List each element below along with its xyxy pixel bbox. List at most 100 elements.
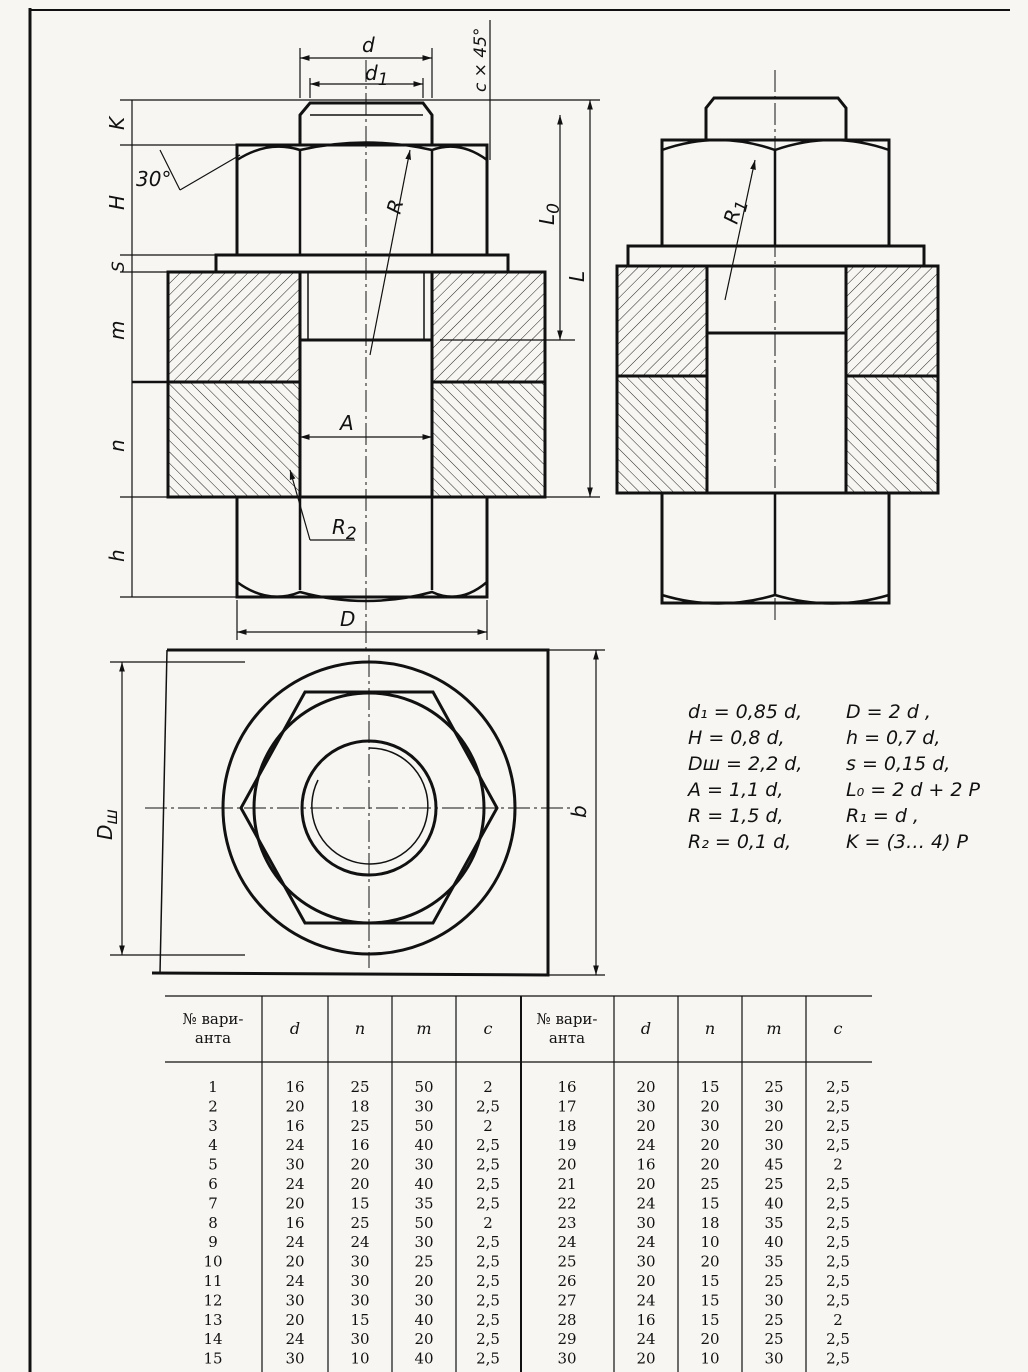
plate-outline-top (151, 648, 550, 977)
table-cell-left-r4-c5: 2,5 (476, 1136, 500, 1154)
table-cell-right-r12-c2: 24 (636, 1291, 655, 1309)
table-cell-right-r6-c3: 25 (700, 1175, 719, 1193)
table-cell-left-r6-c2: 24 (285, 1175, 304, 1193)
table-cell-left-r12-c4: 30 (414, 1291, 433, 1309)
table-cell-left-r14-c1: 14 (203, 1330, 222, 1348)
table-cell-right-r5-c2: 16 (636, 1156, 655, 1174)
table-cell-left-r13-c2: 20 (285, 1311, 304, 1329)
washer-front (214, 253, 510, 274)
formula-left-6: R₂ = 0,1 d, (688, 831, 791, 853)
table-cell-right-r15-c5: 2,5 (826, 1350, 850, 1368)
table-cell-right-r6-c5: 2,5 (826, 1175, 850, 1193)
formula-right-6: K = (3… 4) P (846, 831, 969, 853)
table-cell-right-r10-c1: 25 (557, 1253, 576, 1271)
table-cell-right-r8-c5: 2,5 (826, 1214, 850, 1232)
label-R1: R1 (719, 196, 753, 227)
table-cell-right-r9-c5: 2,5 (826, 1233, 850, 1251)
label-d: d (362, 33, 375, 57)
table-cell-left-r12-c1: 12 (203, 1291, 222, 1309)
header-m-right: m (766, 1019, 781, 1038)
table-cell-right-r11-c3: 15 (700, 1272, 719, 1290)
table-cell-right-r10-c5: 2,5 (826, 1253, 850, 1271)
bolt-head-front (235, 495, 489, 599)
table-cell-right-r6-c2: 20 (636, 1175, 655, 1193)
table-cell-left-r8-c5: 2 (483, 1214, 493, 1232)
table-cell-left-r5-c5: 2,5 (476, 1156, 500, 1174)
formula-left-2: H = 0,8 d, (688, 727, 785, 749)
label-Dsh: Dш (93, 809, 122, 840)
header-n-left: n (355, 1019, 365, 1038)
upper-plate-left (166, 270, 302, 384)
header-d-right: d (641, 1019, 651, 1038)
table-cell-left-r15-c3: 10 (350, 1350, 369, 1368)
table-cell-right-r3-c5: 2,5 (826, 1117, 850, 1135)
table-cell-left-r13-c5: 2,5 (476, 1311, 500, 1329)
formula-left-1: d₁ = 0,85 d, (688, 701, 802, 723)
table-cell-left-r14-c4: 20 (414, 1330, 433, 1348)
table-cell-right-r4-c5: 2,5 (826, 1136, 850, 1154)
table-cell-right-r15-c2: 20 (636, 1350, 655, 1368)
table-cell-left-r11-c5: 2,5 (476, 1272, 500, 1290)
header-variant-left-1: № вари- (182, 1010, 243, 1028)
table-cell-right-r2-c3: 20 (700, 1097, 719, 1115)
table-cell-left-r11-c3: 30 (350, 1272, 369, 1290)
label-n: n (105, 439, 129, 452)
front-view (132, 60, 547, 650)
table-cell-right-r3-c2: 20 (636, 1117, 655, 1135)
table-cell-left-r1-c4: 50 (414, 1078, 433, 1096)
header-c-right: c (834, 1019, 843, 1038)
table-cell-left-r5-c2: 30 (285, 1156, 304, 1174)
lower-plate-left (166, 380, 302, 499)
table-cell-right-r14-c4: 25 (764, 1330, 783, 1348)
side-upper-plate-left (615, 264, 709, 378)
table-cell-right-r14-c1: 29 (557, 1330, 576, 1348)
table-cell-left-r5-c4: 30 (414, 1156, 433, 1174)
table-cell-right-r14-c5: 2,5 (826, 1330, 850, 1348)
table-text: № вари- анта d n m c № вари- анта d n m … (182, 1010, 849, 1368)
header-c-left: c (484, 1019, 493, 1038)
table-cell-left-r10-c4: 25 (414, 1253, 433, 1271)
table-cell-left-r6-c1: 6 (208, 1175, 218, 1193)
header-n-right: n (705, 1019, 715, 1038)
header-m-left: m (416, 1019, 431, 1038)
table-cell-left-r11-c2: 24 (285, 1272, 304, 1290)
table-cell-right-r7-c4: 40 (764, 1194, 783, 1212)
table-cell-right-r2-c4: 30 (764, 1097, 783, 1115)
table-cell-right-r8-c1: 23 (557, 1214, 576, 1232)
side-view (615, 70, 940, 620)
table-cell-left-r8-c1: 8 (208, 1214, 218, 1232)
label-c45: c × 45° (471, 27, 491, 92)
table-cell-right-r1-c4: 25 (764, 1078, 783, 1096)
table-cell-left-r3-c5: 2 (483, 1117, 493, 1135)
table-cell-left-r3-c2: 16 (285, 1117, 304, 1135)
formula-right-1: D = 2 d , (846, 701, 931, 723)
formula-right-2: h = 0,7 d, (846, 727, 940, 749)
table-cell-left-r4-c4: 40 (414, 1136, 433, 1154)
label-L: L (565, 271, 589, 282)
table-cell-right-r13-c4: 25 (764, 1311, 783, 1329)
label-m: m (105, 321, 129, 340)
table-cell-right-r13-c3: 15 (700, 1311, 719, 1329)
header-variant-left-2: анта (195, 1029, 231, 1047)
table-cell-right-r10-c3: 20 (700, 1253, 719, 1271)
upper-plate-right (430, 270, 547, 384)
table-cell-left-r13-c4: 40 (414, 1311, 433, 1329)
table-cell-left-r15-c5: 2,5 (476, 1350, 500, 1368)
table-cell-left-r15-c4: 40 (414, 1350, 433, 1368)
washer-side (626, 244, 926, 268)
table-cell-left-r5-c3: 20 (350, 1156, 369, 1174)
table-cell-right-r9-c3: 10 (700, 1233, 719, 1251)
table-cell-left-r12-c3: 30 (350, 1291, 369, 1309)
table-cell-right-r15-c3: 10 (700, 1350, 719, 1368)
formulas: d₁ = 0,85 d, H = 0,8 d, Dш = 2,2 d, A = … (686, 701, 981, 853)
table-cell-right-r7-c1: 22 (557, 1194, 576, 1212)
table-cell-right-r3-c3: 30 (700, 1117, 719, 1135)
table-cell-right-r5-c1: 20 (557, 1156, 576, 1174)
table-cell-left-r1-c1: 1 (208, 1078, 218, 1096)
table-cell-right-r4-c2: 24 (636, 1136, 655, 1154)
table-cell-right-r5-c4: 45 (764, 1156, 783, 1174)
table-cell-right-r15-c4: 30 (764, 1350, 783, 1368)
formula-left-3: Dш = 2,2 d, (688, 753, 802, 775)
table-cell-left-r1-c2: 16 (285, 1078, 304, 1096)
formula-right-5: R₁ = d , (846, 805, 919, 827)
